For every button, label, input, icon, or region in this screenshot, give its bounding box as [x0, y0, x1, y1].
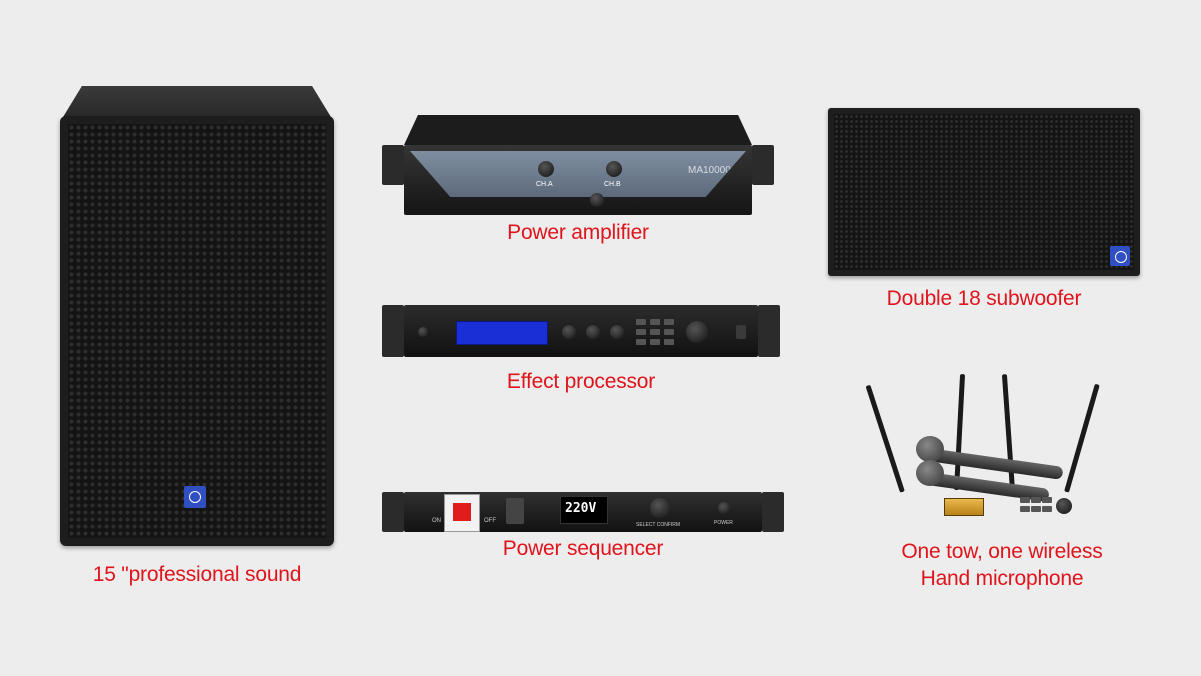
microphone-caption-line2: Hand microphone — [920, 567, 1084, 590]
rack-ear-left — [382, 305, 404, 357]
wireless-microphone-image — [824, 374, 1134, 526]
effect-processor-image — [382, 305, 780, 357]
brand-logo-icon — [1110, 246, 1130, 266]
channel-b-label: CH.B — [604, 181, 621, 188]
effect-knob-3 — [610, 325, 624, 339]
mic-jack-icon — [418, 327, 428, 337]
brand-logo-icon — [184, 486, 206, 508]
sequencer-front-panel: ON OFF 220V SELECT CONFIRM POWER — [404, 492, 762, 532]
select-confirm-label: SELECT CONFIRM — [636, 522, 681, 528]
rack-ear-left — [382, 145, 404, 185]
antenna-2 — [954, 374, 966, 491]
circuit-breaker-icon — [444, 494, 480, 532]
amplifier-top — [404, 115, 752, 145]
power-sequencer-image: ON OFF 220V SELECT CONFIRM POWER — [382, 492, 784, 532]
microphone-caption: One tow, one wireless Hand microphone — [824, 538, 1180, 592]
preset-button-grid — [636, 319, 674, 345]
rack-ear-right — [758, 305, 780, 357]
volume-knob — [1056, 498, 1072, 514]
subwoofer-image — [828, 108, 1140, 276]
processor-lcd-display — [456, 321, 548, 345]
on-label: ON — [432, 518, 441, 524]
voltage-display: 220V — [560, 496, 608, 524]
power-socket-icon — [506, 498, 524, 524]
power-label: POWER — [714, 520, 733, 526]
master-knob — [686, 321, 708, 343]
effect-knob-2 — [586, 325, 600, 339]
power-switch-icon — [736, 325, 746, 339]
power-button-icon — [718, 502, 730, 514]
microphone-caption-line1: One tow, one wireless — [901, 540, 1103, 563]
channel-b-knob — [606, 161, 622, 177]
rack-ear-right — [752, 145, 774, 185]
processor-caption: Effect processor — [506, 370, 656, 393]
processor-front-panel — [404, 305, 758, 357]
rack-ear-right — [762, 492, 784, 532]
off-label: OFF — [484, 518, 496, 524]
speaker-caption: 15 "professional sound — [92, 563, 302, 586]
amplifier-front-panel: CH.A CH.B MA10000 — [404, 145, 752, 215]
mic-head-1 — [916, 436, 944, 462]
antenna-4 — [1064, 383, 1100, 493]
power-switch-icon — [590, 193, 604, 207]
subwoofer-caption: Double 18 subwoofer — [886, 287, 1082, 310]
select-knob — [650, 498, 670, 518]
channel-a-label: CH.A — [536, 181, 553, 188]
amplifier-faceplate: CH.A CH.B MA10000 — [410, 151, 746, 197]
receiver-buttons — [1020, 497, 1052, 512]
mic-head-2 — [916, 460, 944, 486]
amplifier-model-label: MA10000 — [688, 165, 731, 176]
effect-knob-1 — [562, 325, 576, 339]
rack-ear-left — [382, 492, 404, 532]
sequencer-caption: Power sequencer — [502, 537, 664, 560]
subwoofer-grille — [834, 114, 1134, 270]
speaker-body — [60, 116, 334, 546]
speaker-grille — [68, 124, 326, 538]
professional-speaker-image — [60, 86, 334, 546]
antenna-1 — [865, 384, 905, 493]
power-amplifier-image: CH.A CH.B MA10000 — [382, 115, 774, 215]
voltage-readout: 220V — [565, 501, 597, 516]
receiver-display — [944, 498, 984, 516]
receiver-unit — [824, 492, 1134, 522]
channel-a-knob — [538, 161, 554, 177]
amplifier-caption: Power amplifier — [507, 221, 649, 244]
